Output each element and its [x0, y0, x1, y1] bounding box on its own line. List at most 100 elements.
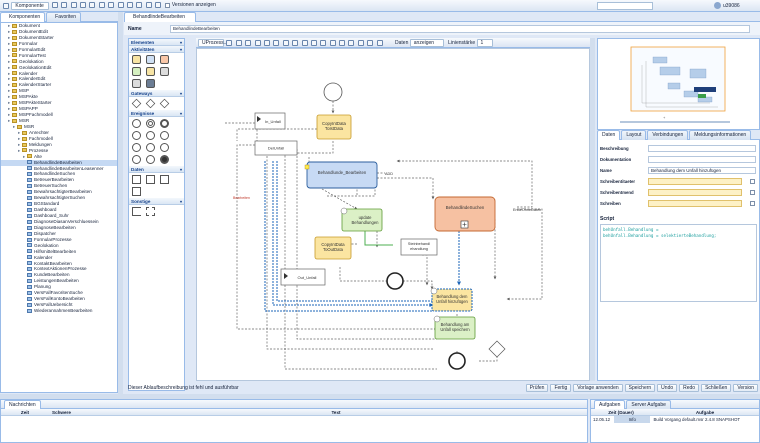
footer-button-speichern[interactable]: Speichern [624, 383, 656, 392]
import-icon[interactable] [126, 2, 133, 8]
tree-item[interactable]: ▸Prozesse [1, 148, 117, 154]
tree-item[interactable]: ▸MSPAkteStarter [1, 100, 117, 106]
palette-header-aktivitaeten[interactable]: Aktivitäten [129, 46, 184, 53]
user-task-icon[interactable] [132, 55, 141, 64]
tree-item[interactable]: BGStandard [1, 201, 117, 207]
col-schwere[interactable]: Schwere [49, 409, 85, 416]
props-tab-daten[interactable]: Daten [597, 130, 621, 140]
tree-toggle-icon[interactable]: ▸ [8, 58, 11, 64]
tree-item[interactable]: VersFallKontoBearbeiten [1, 296, 117, 302]
linienstaerke-input[interactable]: 1 [476, 38, 493, 47]
palette-header-ereignisse[interactable]: Ereignisse [129, 110, 184, 117]
parallel-gateway-icon[interactable] [145, 98, 156, 109]
palette-header-gateways[interactable]: Gateways [129, 90, 184, 97]
new-icon[interactable] [51, 2, 58, 8]
tree-item[interactable]: ▸MSPAkte [1, 94, 117, 100]
tree-item[interactable]: ▸FormularEdit [1, 47, 117, 53]
open-icon[interactable] [61, 2, 68, 8]
tree-toggle-icon[interactable]: ▸ [8, 88, 11, 94]
paste-icon[interactable] [89, 2, 96, 8]
prop-input[interactable] [648, 156, 756, 163]
tree-toggle-icon[interactable]: ▸ [18, 147, 21, 153]
align-icon[interactable] [254, 39, 261, 46]
prop-checkbox[interactable] [750, 201, 755, 206]
prop-input[interactable] [648, 200, 742, 207]
tree-item[interactable]: DiagnoseDiasanVerschluessein [1, 219, 117, 225]
versions-checkbox[interactable] [165, 2, 171, 8]
data-object-icon[interactable] [132, 175, 141, 184]
tree-toggle-icon[interactable]: ▸ [8, 46, 11, 52]
data-input-icon[interactable] [146, 175, 155, 184]
distribute-icon[interactable] [263, 39, 270, 46]
deploy-icon[interactable] [145, 2, 152, 8]
bottom-splitter[interactable] [0, 394, 760, 399]
footer-button-pr-fen[interactable]: Prüfen [525, 383, 549, 392]
zoom-out-icon[interactable] [292, 39, 299, 46]
delete-icon[interactable] [98, 2, 105, 8]
props-tab-meldungsinformationen[interactable]: Meldungsinformationen [689, 130, 752, 140]
service-task-icon[interactable] [160, 55, 169, 64]
signal-event-icon[interactable] [160, 131, 169, 140]
data-output-icon[interactable] [160, 175, 169, 184]
tree-item[interactable]: BehandlindeSuchen [1, 171, 117, 177]
build-icon[interactable] [136, 2, 143, 8]
col-text[interactable]: Text [85, 409, 587, 416]
prop-input[interactable] [648, 178, 742, 185]
copy-diagram-icon[interactable] [339, 39, 346, 46]
daten-select[interactable]: anzeigen [409, 38, 444, 47]
tree-item[interactable]: LeistungenBearbeiten [1, 278, 117, 284]
props-tab-layout[interactable]: Layout [621, 130, 647, 140]
tree-item[interactable]: BetreuerBearbeiten [1, 177, 117, 183]
intermediate-event-icon[interactable] [146, 119, 155, 128]
tree-toggle-icon[interactable]: ▸ [13, 123, 16, 129]
tree-item[interactable]: BehandlindeBearbeitenLeasenner [1, 166, 117, 172]
text-icon[interactable] [245, 39, 252, 46]
throw-event-icon[interactable] [146, 155, 155, 164]
tree-item[interactable]: ▸Kalender [1, 71, 117, 77]
tree-item[interactable]: ▸Dokument [1, 23, 117, 29]
tree-item[interactable]: ▸MSPAPP [1, 106, 117, 112]
tab-aufgaben[interactable]: Aufgaben [594, 400, 626, 410]
tree-item[interactable]: Dispatcher [1, 231, 117, 237]
tree-item[interactable]: BehandlindeBearbeiten [1, 159, 117, 166]
tree-item[interactable]: Kalender [1, 255, 117, 261]
tree-item[interactable]: ▸Geolokation [1, 59, 117, 65]
tree-toggle-icon[interactable]: ▸ [8, 28, 11, 34]
tree-item[interactable]: ▸Alte [1, 154, 117, 160]
hand-icon[interactable] [235, 39, 242, 46]
cut-icon[interactable] [329, 39, 336, 46]
tree-item[interactable]: ▸GeolokationEdit [1, 65, 117, 71]
tree-item[interactable]: FormularProzesse [1, 237, 117, 243]
manual-task-icon[interactable] [146, 67, 155, 76]
copy-icon[interactable] [79, 2, 86, 8]
pointer-icon[interactable] [226, 39, 233, 46]
footer-button-redo[interactable]: Redo [679, 383, 700, 392]
tree-toggle-icon[interactable]: ▸ [8, 118, 11, 123]
timer-event-icon[interactable] [132, 131, 141, 140]
undo-icon[interactable] [310, 39, 317, 46]
end-event-icon[interactable] [160, 119, 169, 128]
footer-button-undo[interactable]: Undo [657, 383, 678, 392]
process-select[interactable]: UProzess... [198, 39, 228, 47]
tree-toggle-icon[interactable]: ▸ [8, 112, 11, 118]
tree-item[interactable]: Geolokation [1, 243, 117, 249]
refresh-icon[interactable] [108, 2, 115, 8]
start-event-icon[interactable] [132, 119, 141, 128]
save-icon[interactable] [70, 2, 77, 8]
grid-icon[interactable] [367, 39, 374, 46]
tab-server-aufgabe[interactable]: Server Aufgabe [626, 400, 671, 410]
tree-item[interactable]: BetreuerSuchen [1, 183, 117, 189]
inclusive-gateway-icon[interactable] [159, 98, 170, 109]
tab-nachrichten[interactable]: Nachrichten [4, 400, 41, 410]
receive-task-icon[interactable] [146, 79, 155, 88]
tree-toggle-icon[interactable]: ▸ [8, 82, 11, 88]
tree-item[interactable]: Dashboard_Suhr [1, 213, 117, 219]
tree-toggle-icon[interactable]: ▸ [18, 129, 21, 135]
snap-icon[interactable] [376, 39, 383, 46]
redo-icon[interactable] [320, 39, 327, 46]
name-input[interactable]: BehandlindeBearbeiten [170, 25, 750, 33]
tree-item[interactable]: ▸DokumentEdit [1, 29, 117, 35]
message-event-icon[interactable] [146, 131, 155, 140]
error-event-icon[interactable] [132, 143, 141, 152]
terminate-event-icon[interactable] [160, 143, 169, 152]
